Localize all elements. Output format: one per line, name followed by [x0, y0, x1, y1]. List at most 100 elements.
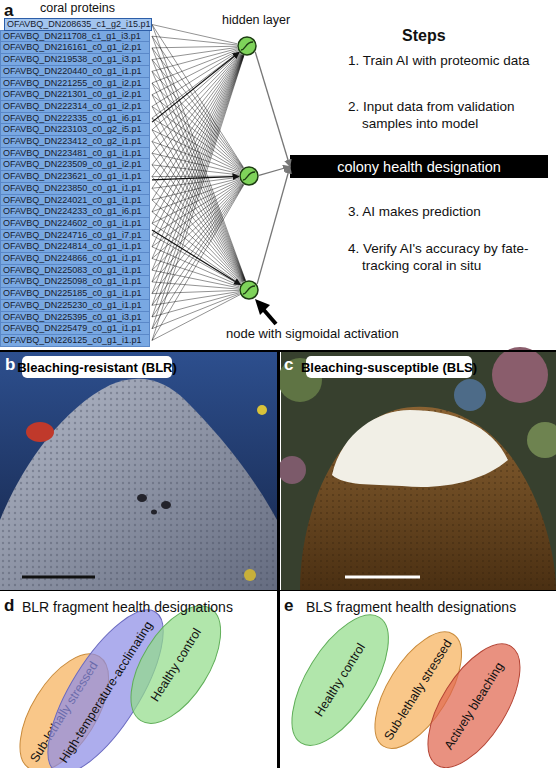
protein-id: OFAVBQ_DN224814_c0_g1_i1.p1: [3, 241, 149, 252]
fan-line: [152, 153, 239, 174]
protein-id: OFAVBQ_DN223509_c0_g1_i2.p1: [3, 159, 149, 170]
fan-line: [152, 178, 239, 200]
fan-line: [152, 71, 245, 281]
fan-line: [152, 55, 243, 247]
output-box: colony health designation: [290, 155, 548, 178]
bleached-area: [332, 410, 508, 487]
fan-line: [152, 55, 244, 328]
protein-id: OFAVBQ_DN225395_c0_g1_i3.p1: [3, 312, 149, 323]
fan-line: [152, 55, 242, 200]
protein-id: OFAVBQ_DN222335_c0_g1_i6.p1: [3, 113, 149, 124]
figure-label: c: [284, 355, 293, 375]
connector: [259, 167, 290, 176]
fan-line: [152, 292, 239, 306]
hidden-node: [237, 36, 257, 56]
hidden-node: [239, 166, 259, 186]
protein-id: OFAVBQ_DN216161_c0_g1_i2.p1: [3, 42, 149, 53]
fan-line: [152, 142, 240, 173]
fan-line: [152, 118, 240, 171]
fan-line: [152, 293, 239, 317]
protein-id: OFAVBQ_DN223621_c0_g1_i1.p1: [3, 171, 149, 182]
protein-id: OFAVBQ_DN224021_c0_g1_i1.p1: [3, 195, 149, 206]
fan-line: [152, 259, 239, 287]
fan-line: [152, 183, 242, 282]
fan-line: [152, 49, 237, 72]
protein-id: OFAVBQ_DN220440_c0_g1_i1.p1: [3, 66, 149, 77]
protein-id: OFAVBQ_DN208635_c1_g2_i15.p1: [7, 19, 151, 30]
category-ellipse: Healthy control: [292, 615, 388, 745]
protein-id: OFAVBQ_DN223481_c0_g1_i1.p1: [3, 148, 149, 159]
red-spot: [26, 422, 54, 442]
fan-line: [152, 56, 244, 341]
protein-id: OFAVBQ_DN219538_c0_g1_i3.p1: [3, 54, 149, 65]
fan-line: [152, 36, 245, 280]
figure-label: e: [284, 596, 293, 616]
fan-line: [152, 54, 241, 165]
reef-detail: [454, 379, 486, 411]
coral-texture: [0, 379, 277, 590]
fan-line: [152, 55, 243, 235]
fan-line: [152, 212, 241, 284]
protein-id: OFAVBQ_DN221255_c0_g1_i2.p1: [3, 78, 149, 89]
fan-line: [152, 54, 241, 177]
fan-line: [152, 270, 239, 288]
photo-title-box: Bleaching-susceptible (BLS): [306, 356, 472, 378]
protein-id: OFAVBQ_DN225230_c0_g1_i1.p1: [3, 300, 149, 311]
protein-row: OFAVBQ_DN226125_c0_g1_i1.p1: [0, 334, 150, 347]
fan-line: [152, 55, 243, 258]
figure-label: d: [4, 596, 14, 616]
figure-label: b: [5, 355, 15, 375]
fan-line: [152, 118, 244, 281]
fan-line: [152, 52, 239, 118]
fan-line: [152, 282, 239, 289]
fan-line: [152, 182, 241, 247]
fan-line: [152, 184, 243, 317]
node-shape: [239, 166, 259, 186]
fan-line: [152, 142, 244, 282]
category-ellipse: Healthy control: [131, 606, 221, 723]
figure-label: hidden layer: [222, 13, 290, 27]
connector-line: [152, 230, 240, 285]
coral-colony: [0, 379, 277, 590]
fan-line: [152, 51, 239, 106]
connector: [257, 167, 290, 285]
protein-id: OFAVBQ_DN223103_c0_g2_i5.p1: [3, 124, 149, 135]
protein-list: coral proteinsOFAVBQ_DN208635_c1_g2_i15.…: [0, 18, 152, 348]
node-shape: [239, 280, 259, 300]
reef-detail: [244, 569, 256, 581]
fan-line: [152, 130, 240, 172]
coral-hole: [137, 494, 147, 502]
node-shape: [237, 36, 257, 56]
protein-id: OFAVBQ_DN225479_c0_g1_i1.p1: [3, 323, 149, 334]
fan-line: [152, 188, 242, 282]
protein-id: OFAVBQ_DN224866_c0_g1_i1.p1: [3, 253, 149, 264]
photo-title-box: Bleaching-resistant (BLR): [22, 356, 172, 378]
fan-line: [152, 55, 242, 212]
protein-id: OFAVBQ_DN225083_c0_g1_i1.p1: [3, 265, 149, 276]
fan-line: [152, 55, 242, 224]
connector-line: [257, 167, 290, 285]
protein-id: OFAVBQ_DN225185_c0_g1_i1.p1: [3, 288, 149, 299]
fan-line: [152, 36, 237, 45]
figure-label: BLR fragment health designations: [22, 599, 233, 615]
panel-divider: [277, 351, 280, 768]
fan-line: [152, 130, 244, 282]
scale-bar: [345, 576, 420, 579]
node-circle: [238, 37, 256, 55]
photo-background: [0, 352, 277, 590]
fan-line: [152, 50, 238, 83]
protein-id: OFAVBQ_DN224233_c0_g1_i6.p1: [3, 206, 149, 217]
protein-id: OFAVBQ_DN211708_c1_g1_i3.p1: [3, 31, 149, 42]
sigmoid-symbol: [243, 286, 255, 294]
fan-line: [152, 46, 237, 48]
protein-id: OFAVBQ_DN223850_c0_g1_i1.p1: [3, 183, 149, 194]
coral-colony: [300, 407, 556, 590]
protein-id: OFAVBQ_DN221301_c0_g1_i2.p1: [3, 89, 149, 100]
fan-line: [152, 60, 243, 169]
scale-bar: [22, 576, 95, 579]
fan-line: [152, 83, 242, 169]
fan-line: [152, 183, 242, 270]
fan-line: [152, 60, 245, 281]
connector-line: [255, 52, 290, 167]
fan-line: [152, 294, 240, 329]
